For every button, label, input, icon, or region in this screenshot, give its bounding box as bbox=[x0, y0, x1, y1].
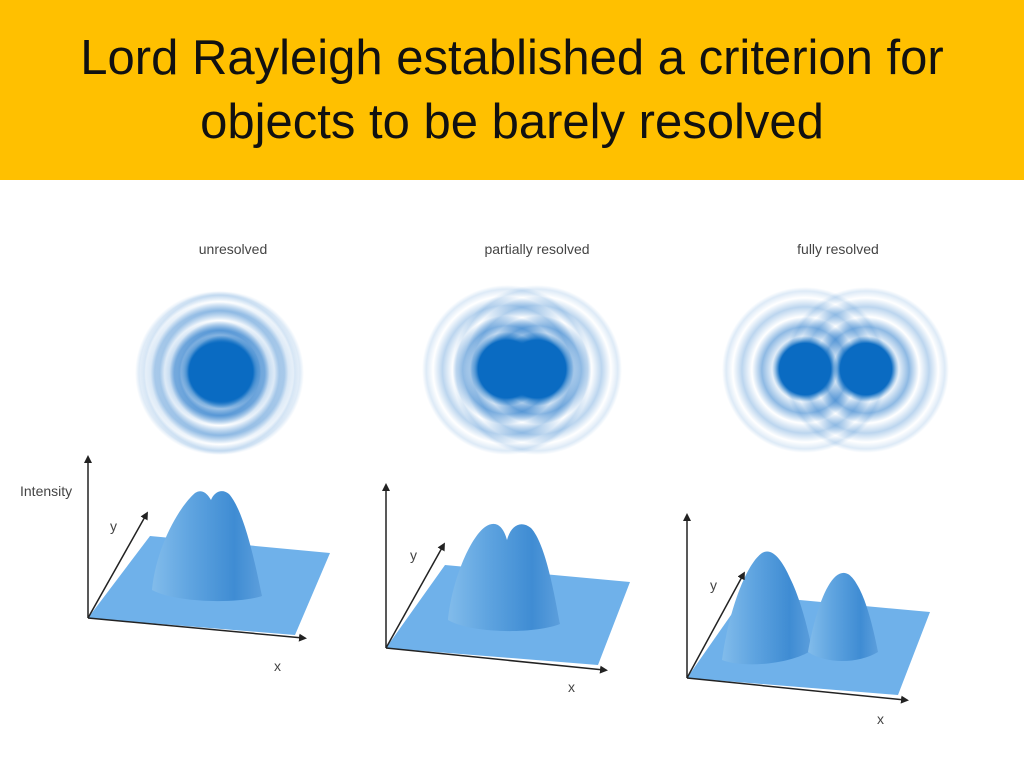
slide-title-line-2: objects to be barely resolved bbox=[200, 95, 824, 149]
x-axis-label: x bbox=[568, 679, 575, 695]
panel-fully-resolved: fully resolved y x bbox=[683, 241, 949, 727]
x-axis-label: x bbox=[877, 711, 884, 727]
airy-disk bbox=[772, 336, 838, 402]
airy-pattern-unresolved bbox=[135, 291, 304, 455]
y-axis bbox=[686, 571, 745, 679]
intensity-axis-label: Intensity bbox=[20, 483, 72, 499]
intensity-peak bbox=[722, 551, 812, 665]
airy-pattern-fully-resolved bbox=[722, 287, 949, 453]
figure-canvas: unresolved Intensity y x partially resol… bbox=[20, 241, 949, 727]
intensity-plot-fully-resolved: y x bbox=[683, 513, 930, 727]
x-axis-label: x bbox=[274, 658, 281, 674]
rayleigh-criterion-figure: unresolved Intensity y x partially resol… bbox=[0, 180, 1024, 768]
panel-label-fully-resolved: fully resolved bbox=[797, 241, 879, 257]
y-axis bbox=[87, 511, 148, 619]
x-axis bbox=[385, 647, 608, 674]
panel-partially-resolved: partially resolved y x bbox=[382, 241, 630, 695]
airy-pattern-partially-resolved bbox=[422, 285, 622, 455]
airy-disk bbox=[187, 335, 261, 409]
panel-label-unresolved: unresolved bbox=[199, 241, 268, 257]
intensity-peak bbox=[808, 572, 878, 661]
intensity-peak bbox=[448, 523, 560, 632]
y-axis bbox=[385, 542, 445, 649]
slide-title: Lord Rayleigh established a criterion fo… bbox=[80, 26, 943, 154]
intensity-peak bbox=[152, 491, 262, 602]
intensity-plot-unresolved: Intensity y x bbox=[20, 455, 330, 674]
title-bar: Lord Rayleigh established a criterion fo… bbox=[0, 0, 1024, 180]
airy-disk bbox=[833, 336, 899, 402]
slide-title-line-1: Lord Rayleigh established a criterion fo… bbox=[80, 31, 944, 85]
panel-unresolved: unresolved Intensity y x bbox=[20, 241, 330, 674]
panel-label-partially-resolved: partially resolved bbox=[484, 241, 589, 257]
x-axis bbox=[87, 617, 307, 642]
airy-disk bbox=[500, 332, 574, 406]
y-axis-label: y bbox=[710, 577, 717, 593]
x-axis bbox=[686, 677, 909, 704]
intensity-plot-partially-resolved: y x bbox=[382, 483, 630, 695]
y-axis-label: y bbox=[110, 518, 117, 534]
y-axis-label: y bbox=[410, 547, 417, 563]
